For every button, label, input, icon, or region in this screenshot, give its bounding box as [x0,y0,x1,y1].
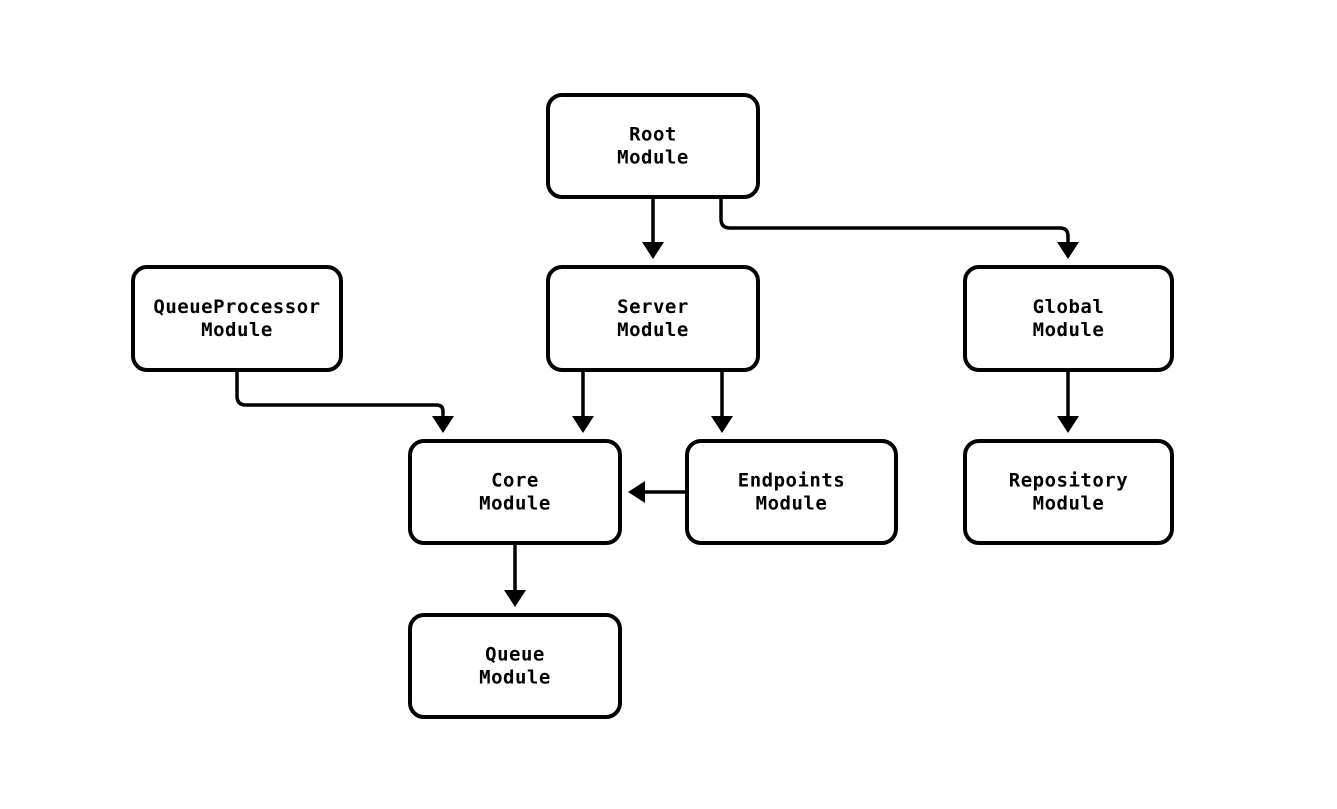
nodes-layer: RootModuleQueueProcessorModuleServerModu… [131,93,1174,719]
repository-module-node-label-line2: Module [1033,493,1105,515]
edge-server-to-core-arrowhead-icon [572,416,594,433]
server-module-node-label-line2: Module [617,319,689,341]
edge-server-to-endpoints [711,370,733,433]
repository-module-node-label-line1: Repository [1009,470,1128,492]
edge-server-to-endpoints-arrowhead-icon [711,416,733,433]
edge-root-to-global [719,197,1079,259]
core-module-node-box[interactable] [408,439,622,545]
global-module-node-label-line2: Module [1033,319,1105,341]
server-module-node-box[interactable] [546,265,760,372]
root-module-node-label-line1: Root [629,124,677,146]
queueprocessor-module-node-label-line1: QueueProcessor [153,296,320,318]
edge-root-to-global-arrowhead-icon [1057,242,1079,259]
edge-queueprocessor-to-core-line [235,370,445,418]
edge-root-to-server [642,197,664,259]
root-module-node-label-line2: Module [617,147,689,169]
endpoints-module-node-label-line2: Module [756,493,828,515]
global-module-node-box[interactable] [963,265,1174,372]
edge-global-to-repository-arrowhead-icon [1057,416,1079,433]
edge-endpoints-to-core [628,481,687,503]
global-module-node-label-line1: Global [1033,296,1105,318]
core-module-node-label-line1: Core [491,470,539,492]
edges-layer [235,197,1079,607]
endpoints-module-node-label-line1: Endpoints [738,470,845,492]
edge-endpoints-to-core-arrowhead-icon [628,481,645,503]
root-module-node-box[interactable] [546,93,760,199]
queueprocessor-module-node-label-line2: Module [201,319,273,341]
edge-core-to-queue-arrowhead-icon [504,590,526,607]
edge-root-to-global-line [719,197,1070,244]
repository-module-node-box[interactable] [963,439,1174,545]
queue-module-node-label-line2: Module [479,667,551,689]
queue-module-node-box[interactable] [408,613,622,719]
edge-global-to-repository [1057,370,1079,433]
edge-root-to-server-arrowhead-icon [642,242,664,259]
core-module-node-label-line2: Module [479,493,551,515]
queueprocessor-module-node-box[interactable] [131,265,343,372]
queue-module-node-label-line1: Queue [485,644,545,666]
edge-queueprocessor-to-core [235,370,454,433]
server-module-node-label-line1: Server [617,296,689,318]
edge-queueprocessor-to-core-arrowhead-icon [432,416,454,433]
edge-server-to-core [572,370,594,433]
edge-core-to-queue [504,543,526,607]
endpoints-module-node-box[interactable] [685,439,898,545]
